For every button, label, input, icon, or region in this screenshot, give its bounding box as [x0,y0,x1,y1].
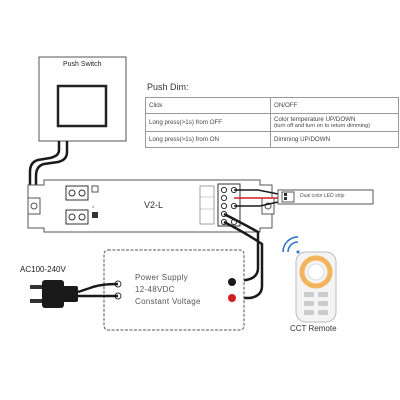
controller-v2l: 4 [27,179,275,233]
push-switch-label: Push Switch [63,61,102,68]
result-note: (turn off and turn on to return dimming) [274,123,370,129]
controller-model-label: V2-L [144,200,164,210]
table-cell-result: Color temperature UP/DOWN (turn off and … [270,113,399,132]
power-supply-line-2: 12-48VDC [135,285,175,294]
cct-remote [282,236,337,323]
table-row: Long press(>1s) from ON Dimming UP/DOWN [145,131,399,148]
result-text: ON/OFF [274,102,298,109]
power-wires [223,212,264,300]
svg-text:4: 4 [92,204,95,209]
table-row: Click ON/OFF [145,97,399,114]
led-strip [277,189,374,205]
led-wires [234,189,279,207]
table-cell-result: Dimming UP/DOWN [270,131,399,148]
result-text: Color temperature UP/DOWN [274,116,356,123]
table-cell-action: Long press(>1s) from OFF [145,113,271,132]
table-cell-action: Long press(>1s) from ON [145,131,271,148]
cct-remote-label: CCT Remote [290,324,337,333]
ac-plug [30,280,119,308]
push-dim-title: Push Dim: [147,82,189,92]
power-supply-line-3: Constant Voltage [135,297,201,306]
push-dim-table: Click ON/OFF Long press(>1s) from OFF Co… [145,97,399,148]
table-cell-result: ON/OFF [270,97,399,114]
push-switch [38,56,127,142]
led-strip-label: Dual color LED strip [300,193,345,199]
table-cell-action: Click [145,97,271,114]
power-supply-line-1: Power Supply [135,273,188,282]
result-text: Dimming UP/DOWN [274,136,331,143]
table-row: Long press(>1s) from OFF Color temperatu… [145,113,399,132]
ac-input-label: AC100-240V [20,265,66,274]
power-supply [103,248,245,331]
